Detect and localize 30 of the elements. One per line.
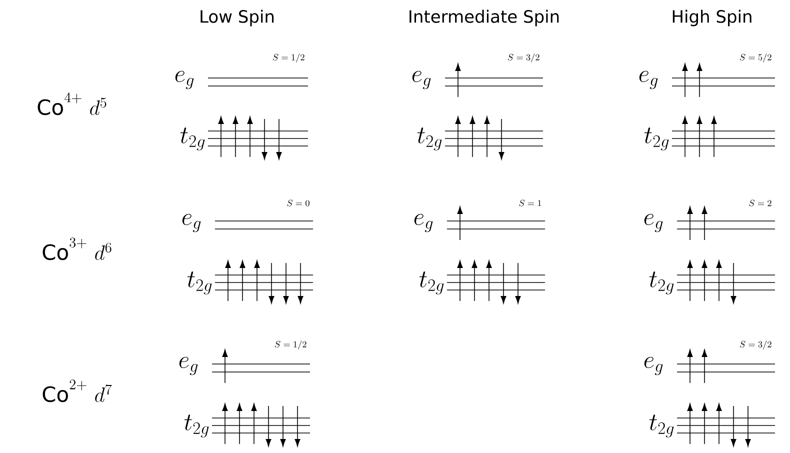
level-label: $t_{2g}$	[180, 128, 205, 150]
level-label: $e_g$	[179, 356, 198, 376]
spin-value: $S=1/2$	[274, 340, 306, 350]
column-heading: Intermediate Spin	[410, 10, 559, 26]
level-label: $t_{2g}$	[184, 414, 209, 438]
spin-value: $S=1$	[519, 200, 542, 206]
level-label: $e_g$	[182, 214, 201, 232]
level-label: $e_g$	[414, 214, 433, 232]
spin-value: $S=0$	[287, 200, 310, 206]
spin-value: $S=2$	[749, 200, 772, 206]
level-label: $t_{2g}$	[649, 414, 674, 438]
level-label: $e_g$	[644, 356, 663, 376]
level-label: $e_g$	[639, 70, 658, 90]
spin-value: $S=3/2$	[740, 340, 772, 350]
level-label: $t_{2g}$	[644, 128, 669, 150]
level-label: $t_{2g}$	[417, 128, 442, 150]
level-label: $t_{2g}$	[419, 272, 444, 294]
spin-value: $S=1/2$	[272, 53, 304, 62]
ion-label: $\mathrm{Co}^{3+}\ d^{6}$	[42, 238, 112, 260]
spin-value: $S=3/2$	[508, 53, 540, 62]
column-heading: Low Spin	[200, 10, 274, 26]
level-label: $e_g$	[644, 214, 663, 232]
spin-value: $S=5/2$	[740, 53, 772, 62]
ion-label: $\mathrm{Co}^{2+}\ d^{7}$	[42, 380, 112, 402]
level-label: $t_{2g}$	[649, 272, 674, 294]
level-label: $e_g$	[412, 70, 431, 90]
level-label: $e_g$	[175, 70, 194, 90]
column-heading: High Spin	[672, 10, 752, 26]
level-label: $t_{2g}$	[187, 272, 212, 294]
ion-label: $\mathrm{Co}^{4+}\ d^{5}$	[38, 92, 106, 116]
